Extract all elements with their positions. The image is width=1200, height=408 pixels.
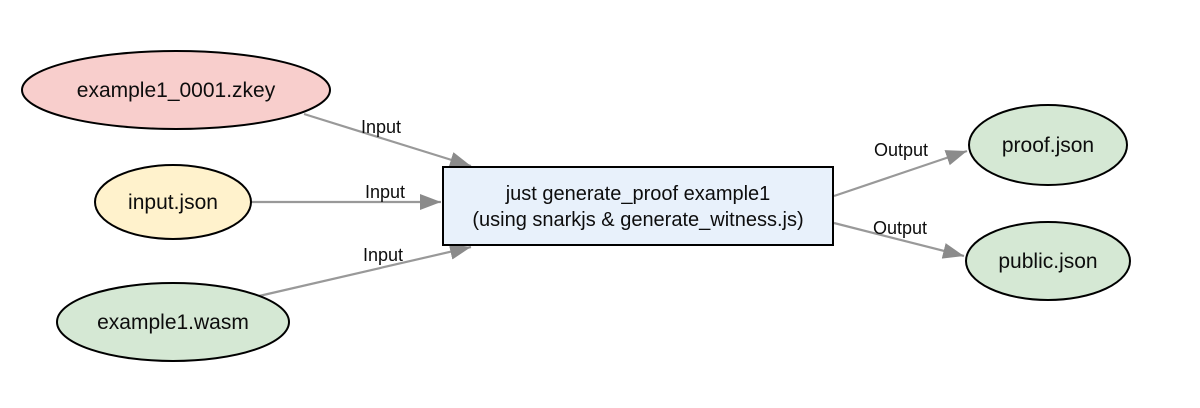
edge-label-output-publicjson: Output [873,218,927,238]
edge-label-output-proofjson: Output [874,140,928,160]
node-inputjson-label: input.json [128,191,218,214]
node-process-label-line2: (using snarkjs & generate_witness.js) [472,209,803,231]
node-inputjson-ellipse [94,164,252,240]
edge-label-input-wasm: Input [363,245,403,265]
edges-layer: Input Input Input Output Output [251,112,968,298]
node-wasm-label: example1.wasm [97,311,249,334]
edge-wasm-to-process [258,243,472,298]
node-proofjson-label: proof.json [1002,134,1094,157]
node-proofjson-ellipse [968,104,1128,186]
edge-zkey-to-process [303,112,472,168]
edge-label-input-zkey: Input [361,117,401,137]
node-publicjson: public.json [965,221,1131,301]
node-wasm: example1.wasm [56,282,290,362]
node-process: just generate_proof example1 (using snar… [442,166,834,246]
node-proofjson: proof.json [968,104,1128,186]
node-publicjson-ellipse [965,221,1131,301]
node-wasm-ellipse [56,282,290,362]
edge-process-to-publicjson [833,221,965,259]
node-process-rect [442,166,834,246]
node-inputjson: input.json [94,164,252,240]
edge-label-input-inputjson: Input [365,182,405,202]
node-process-label-line1: just generate_proof example1 [505,183,771,205]
node-zkey-ellipse [21,50,331,130]
node-publicjson-label: public.json [998,250,1097,273]
node-zkey-label: example1_0001.zkey [77,79,276,102]
node-zkey: example1_0001.zkey [21,50,331,130]
edge-process-to-proofjson [833,149,968,198]
